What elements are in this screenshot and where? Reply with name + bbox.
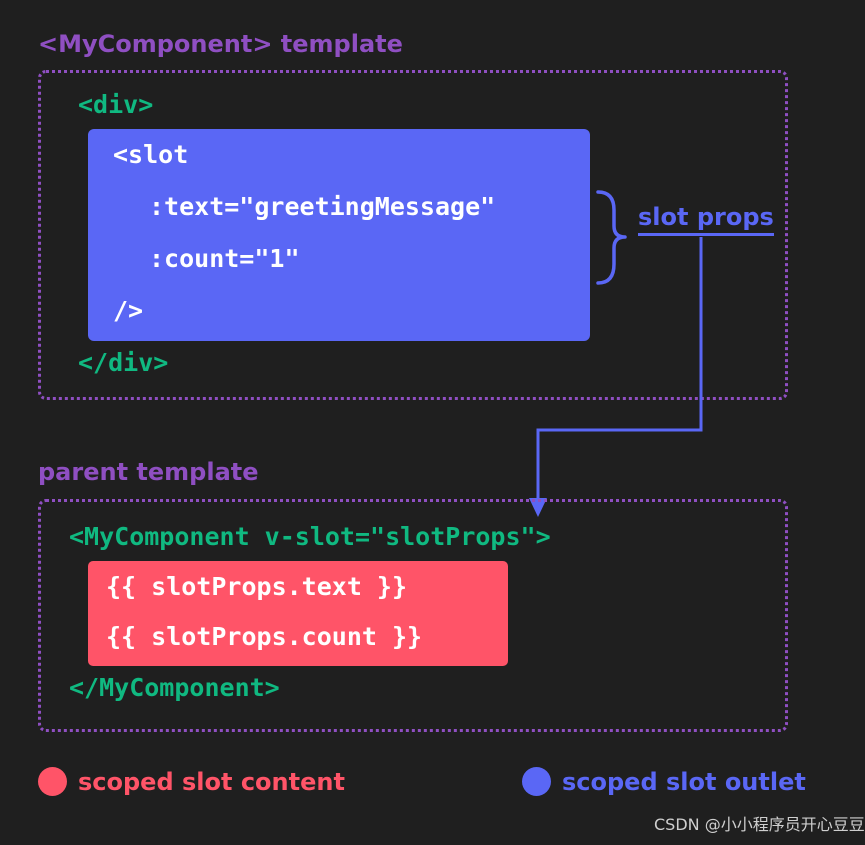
parent-template-box [38, 499, 788, 732]
component-template-title: <MyComponent> template [38, 30, 403, 58]
close-div-tag: </div> [78, 348, 169, 377]
scoped-slot-outlet-label: scoped slot outlet [562, 768, 806, 796]
curly-brace-icon [596, 190, 627, 285]
csdn-watermark: CSDN @小小程序员开心豆豆豆豆 [654, 815, 865, 834]
slot-close-tag: /> [113, 296, 144, 325]
mycomponent-open-tag: <MyComponent v-slot="slotProps"> [69, 522, 551, 551]
open-div-tag: <div> [78, 90, 154, 119]
slot-text-prop: :text="greetingMessage" [149, 192, 496, 221]
slot-count-prop: :count="1" [149, 244, 300, 273]
slot-content-box: {{ slotProps.text }} {{ slotProps.count … [88, 561, 508, 666]
slot-props-text-expression: {{ slotProps.text }} [106, 572, 408, 601]
scoped-slot-outlet-dot [522, 767, 551, 796]
scoped-slot-content-dot [38, 767, 67, 796]
parent-template-title: parent template [38, 458, 259, 486]
slot-open-tag: <slot [113, 140, 189, 169]
connector-line [536, 237, 703, 502]
slot-props-count-expression: {{ slotProps.count }} [106, 622, 423, 651]
scoped-slot-content-label: scoped slot content [78, 768, 345, 796]
mycomponent-close-tag: </MyComponent> [69, 673, 280, 702]
slot-outlet-box: <slot :text="greetingMessage" :count="1"… [88, 129, 590, 341]
arrow-head-icon [529, 498, 547, 517]
slot-props-label: slot props [638, 205, 774, 236]
component-template-box [38, 70, 788, 400]
